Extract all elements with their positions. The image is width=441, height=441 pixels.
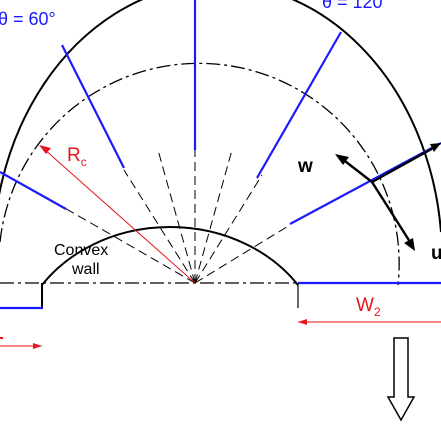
inlet-dimension-arrowhead (33, 343, 42, 349)
radius-arrow-line (43, 148, 196, 284)
u-vector-arrowhead (404, 238, 415, 251)
convex-wall-arc (41, 226, 299, 286)
radius-label-subscript: c (81, 155, 87, 169)
flow-vector-arrowhead (430, 143, 441, 152)
theta-120-label: θ = 120° (322, 0, 390, 12)
outlet-width-label-subscript: 2 (374, 305, 381, 319)
radial-dash-2 (123, 169, 196, 284)
radial-dash-1 (62, 206, 196, 284)
radial-dashed-lines (62, 149, 291, 284)
radius-arrowhead (39, 145, 51, 154)
outlet-dimension-arrowhead (298, 319, 307, 325)
flow-direction-arrow-icon (386, 337, 416, 422)
measurement-lines (0, 0, 441, 310)
theta-60-label: θ = 60° (0, 9, 56, 29)
convex-wall-label-line2: wall (71, 261, 100, 278)
convex-wall-label-line1: Convex (54, 242, 108, 259)
measurement-line-theta-120 (256, 31, 342, 179)
outer-wall-arc (0, 0, 441, 233)
w-vector-label: w (297, 156, 313, 177)
u-vector-label: u (431, 243, 441, 264)
radial-dash-3 (157, 149, 196, 284)
radius-label-main: R (67, 145, 81, 166)
velocity-vectors (340, 144, 438, 246)
radial-dash-6 (194, 174, 263, 284)
radial-dash-7 (194, 224, 291, 284)
measurement-line-theta-60 (61, 44, 125, 169)
outlet-width-label: W2 (356, 295, 381, 319)
measurement-line-upper-left (0, 171, 67, 210)
w-vector-line (340, 157, 373, 183)
flow-vector-line (371, 144, 438, 184)
radius-label: Rc (67, 145, 87, 169)
radial-dash-5 (194, 149, 233, 284)
outlet-width-label-main: W (356, 295, 374, 316)
u-vector-line (370, 181, 414, 246)
w-vector-arrowhead (335, 154, 349, 165)
centerline-arc (0, 62, 400, 286)
